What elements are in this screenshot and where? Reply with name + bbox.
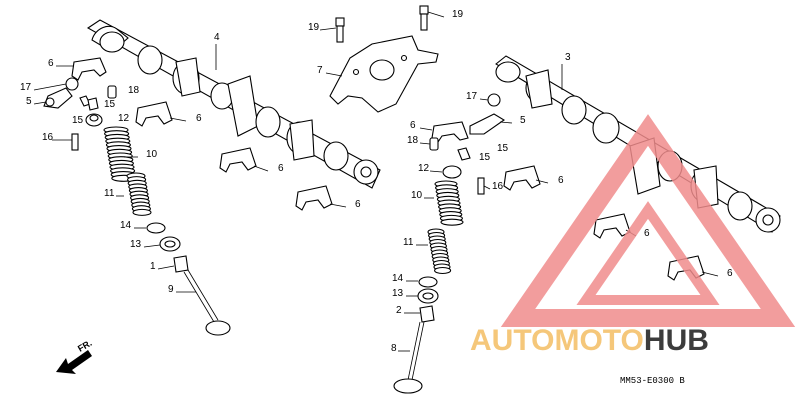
callout-c-13a: 13 bbox=[130, 239, 142, 250]
callout-c-14b: 14 bbox=[392, 273, 404, 284]
callout-c-15d: 15 bbox=[479, 152, 491, 163]
callout-c-6c: 6 bbox=[278, 163, 284, 174]
front-direction-arrow: FR. bbox=[56, 338, 94, 374]
cam-holder-plate bbox=[329, 35, 439, 113]
spring11b-coil bbox=[427, 228, 452, 275]
callout-c-6g: 6 bbox=[644, 228, 650, 239]
callout-c-18a: 18 bbox=[128, 85, 140, 96]
spring11a-coil bbox=[126, 172, 152, 216]
callout-c-6h: 6 bbox=[727, 268, 733, 279]
callout-c-11a: 11 bbox=[104, 188, 115, 199]
spring10b-coil bbox=[434, 180, 464, 226]
callout-c-3: 3 bbox=[565, 52, 571, 63]
valve-train-right bbox=[393, 93, 541, 394]
watermark-text: AUTOMOTOHUB bbox=[470, 324, 709, 357]
watermark-part1: AUTOMOTO bbox=[470, 324, 644, 357]
callout-c-16b: 16 bbox=[492, 181, 504, 192]
callout-c-12a: 12 bbox=[118, 113, 130, 124]
callout-c-14a: 14 bbox=[120, 220, 132, 231]
bolt-19-right bbox=[419, 5, 429, 31]
clip-6-left-c bbox=[219, 147, 257, 173]
callout-c-13b: 13 bbox=[392, 288, 404, 299]
callout-c-18b: 18 bbox=[407, 135, 419, 146]
callout-c-17b: 17 bbox=[466, 91, 478, 102]
callout-c-15c: 15 bbox=[497, 143, 509, 154]
callout-c-19a: 19 bbox=[308, 22, 320, 33]
callout-c-7: 7 bbox=[317, 65, 323, 76]
callout-c-10b: 10 bbox=[411, 190, 423, 201]
callout-c-10a: 10 bbox=[146, 149, 158, 160]
fr-label: FR. bbox=[76, 338, 94, 354]
callout-c-8: 8 bbox=[391, 343, 397, 354]
callout-c-6b: 6 bbox=[196, 113, 202, 124]
callout-c-19b: 19 bbox=[452, 9, 464, 20]
camshaft-left bbox=[86, 19, 381, 189]
callout-c-6e: 6 bbox=[410, 120, 416, 131]
callout-c-6d: 6 bbox=[355, 199, 361, 210]
callout-c-6a: 6 bbox=[48, 58, 54, 69]
clip-6-left-d bbox=[295, 185, 333, 211]
callout-c-16a: 16 bbox=[42, 132, 54, 143]
callout-c-4: 4 bbox=[214, 32, 220, 43]
callout-c-5b: 5 bbox=[520, 115, 526, 126]
callout-c-1: 1 bbox=[150, 261, 156, 272]
callout-c-2: 2 bbox=[396, 305, 402, 316]
watermark-part2: HUB bbox=[644, 324, 709, 357]
callout-c-11b: 11 bbox=[403, 237, 414, 248]
valve-train-left bbox=[43, 57, 231, 336]
callout-c-9: 9 bbox=[168, 284, 174, 295]
clip-6-right-g bbox=[593, 213, 631, 239]
callout-c-12b: 12 bbox=[418, 163, 430, 174]
drawing-code: MM53-E0300 B bbox=[620, 376, 685, 386]
callout-c-6f: 6 bbox=[558, 175, 564, 186]
callout-c-15a: 15 bbox=[104, 99, 116, 110]
callout-c-15b: 15 bbox=[72, 115, 84, 126]
bolt-19-left bbox=[335, 17, 345, 43]
callout-c-5a: 5 bbox=[26, 96, 32, 107]
callout-c-17a: 17 bbox=[20, 82, 32, 93]
watermark-triangle bbox=[500, 114, 796, 327]
